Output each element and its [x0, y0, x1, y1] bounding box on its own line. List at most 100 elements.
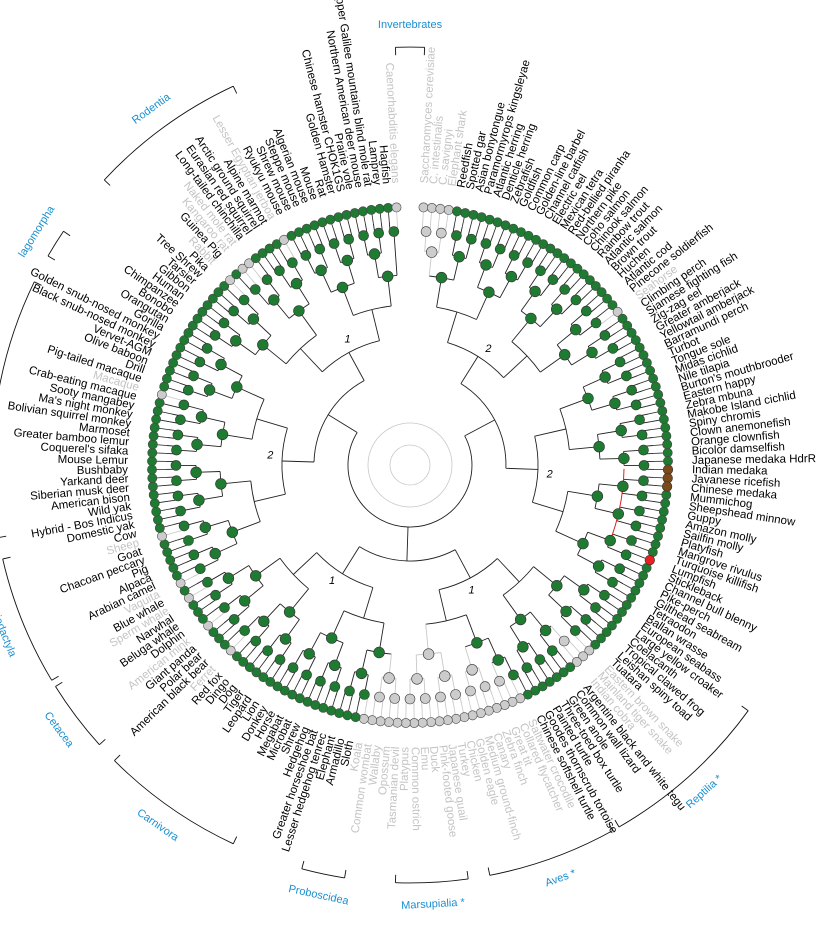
tip-node	[475, 708, 486, 718]
tip-node	[426, 717, 436, 727]
internal-node	[494, 243, 506, 255]
internal-node	[593, 441, 605, 453]
node-support-label: 1	[329, 575, 335, 587]
internal-node	[580, 614, 592, 625]
internal-node	[435, 227, 447, 239]
tip-node	[257, 248, 268, 259]
leaf-label: Marmoset	[78, 422, 131, 440]
clade-arc-branch	[555, 491, 569, 532]
clade-bracket	[301, 868, 345, 879]
radial-branch	[454, 549, 471, 579]
internal-node	[451, 230, 462, 241]
internal-node	[314, 243, 326, 255]
tip-node	[152, 514, 163, 525]
tip-node	[383, 717, 394, 727]
internal-node	[274, 654, 286, 665]
tip-node	[653, 389, 664, 400]
tip-node	[523, 230, 534, 241]
tip-node	[157, 531, 167, 542]
internal-node	[521, 662, 533, 674]
internal-node	[293, 305, 305, 317]
internal-node	[547, 274, 559, 286]
internal-node	[626, 535, 637, 546]
clade-bracket-tick	[114, 754, 121, 761]
tip-node	[661, 489, 672, 500]
radial-branch	[256, 418, 288, 429]
tip-node	[531, 234, 541, 245]
leaf-label: Hagfish	[377, 145, 392, 185]
clade-bracket-tick	[51, 675, 59, 681]
clade-bracket-tick	[741, 705, 749, 712]
tip-node	[341, 209, 352, 220]
clade-arc-branch	[251, 399, 265, 440]
tip-node	[653, 531, 663, 542]
leaf-label: Common ostrich	[409, 747, 422, 831]
internal-node	[539, 624, 552, 637]
internal-node	[590, 602, 601, 613]
internal-node	[228, 305, 239, 317]
internal-node	[411, 673, 423, 685]
internal-node	[283, 606, 296, 618]
internal-node	[203, 384, 216, 396]
tip-node	[418, 202, 429, 213]
internal-node	[171, 475, 182, 487]
leaf-label: Wallaby	[367, 744, 384, 786]
internal-node	[609, 397, 621, 409]
clade-arc-branch	[425, 614, 467, 625]
internal-node	[268, 294, 280, 306]
clade-arc-branch	[316, 552, 374, 588]
internal-node	[426, 246, 438, 258]
tip-node	[265, 677, 276, 687]
clade-bracket-tick	[487, 867, 491, 876]
internal-node	[257, 339, 269, 351]
internal-node	[577, 537, 589, 550]
clade-bracket	[489, 830, 613, 876]
leaf-label: Mouse Lemur	[58, 454, 129, 467]
tip-node	[661, 431, 672, 441]
clade-bracket-tick	[0, 535, 7, 538]
tip-node	[197, 306, 208, 317]
tip-node	[662, 447, 673, 458]
radial-branch	[342, 546, 360, 574]
tip-node	[596, 287, 607, 298]
internal-node	[404, 693, 416, 705]
internal-node	[209, 330, 221, 341]
tip-node	[272, 681, 283, 692]
tip-node	[584, 645, 595, 656]
tip-node	[409, 718, 420, 728]
internal-node	[315, 675, 326, 687]
clade-arc-branch	[447, 342, 504, 379]
tip-node	[219, 639, 230, 650]
radial-branch	[348, 352, 365, 381]
tip-node	[154, 397, 165, 408]
internal-node	[215, 358, 227, 371]
radial-branch	[254, 493, 286, 503]
internal-node	[382, 270, 394, 282]
tip-node	[558, 667, 569, 678]
radial-branch	[363, 587, 374, 619]
node-support-label: 2	[484, 343, 491, 355]
internal-node	[570, 294, 582, 306]
tip-node	[537, 681, 548, 692]
internal-node	[274, 265, 285, 277]
internal-node	[374, 691, 385, 703]
internal-node	[480, 238, 492, 249]
internal-node	[261, 274, 273, 286]
internal-node	[508, 250, 520, 261]
tip-node	[374, 203, 385, 214]
tip-node	[149, 498, 160, 509]
tip-node	[251, 667, 262, 678]
internal-node	[419, 693, 431, 704]
internal-node	[230, 335, 242, 347]
tip-node	[197, 614, 208, 624]
clade-bracket-tick	[34, 281, 42, 286]
clade-bracket	[618, 710, 749, 828]
internal-node	[279, 633, 292, 645]
tip-node	[147, 481, 158, 492]
internal-node	[326, 632, 338, 644]
internal-node	[505, 270, 518, 283]
clade-arc-branch	[353, 305, 392, 316]
internal-node	[303, 648, 315, 660]
tip-node	[578, 269, 589, 280]
clade-label: Reptilia *	[684, 772, 725, 811]
